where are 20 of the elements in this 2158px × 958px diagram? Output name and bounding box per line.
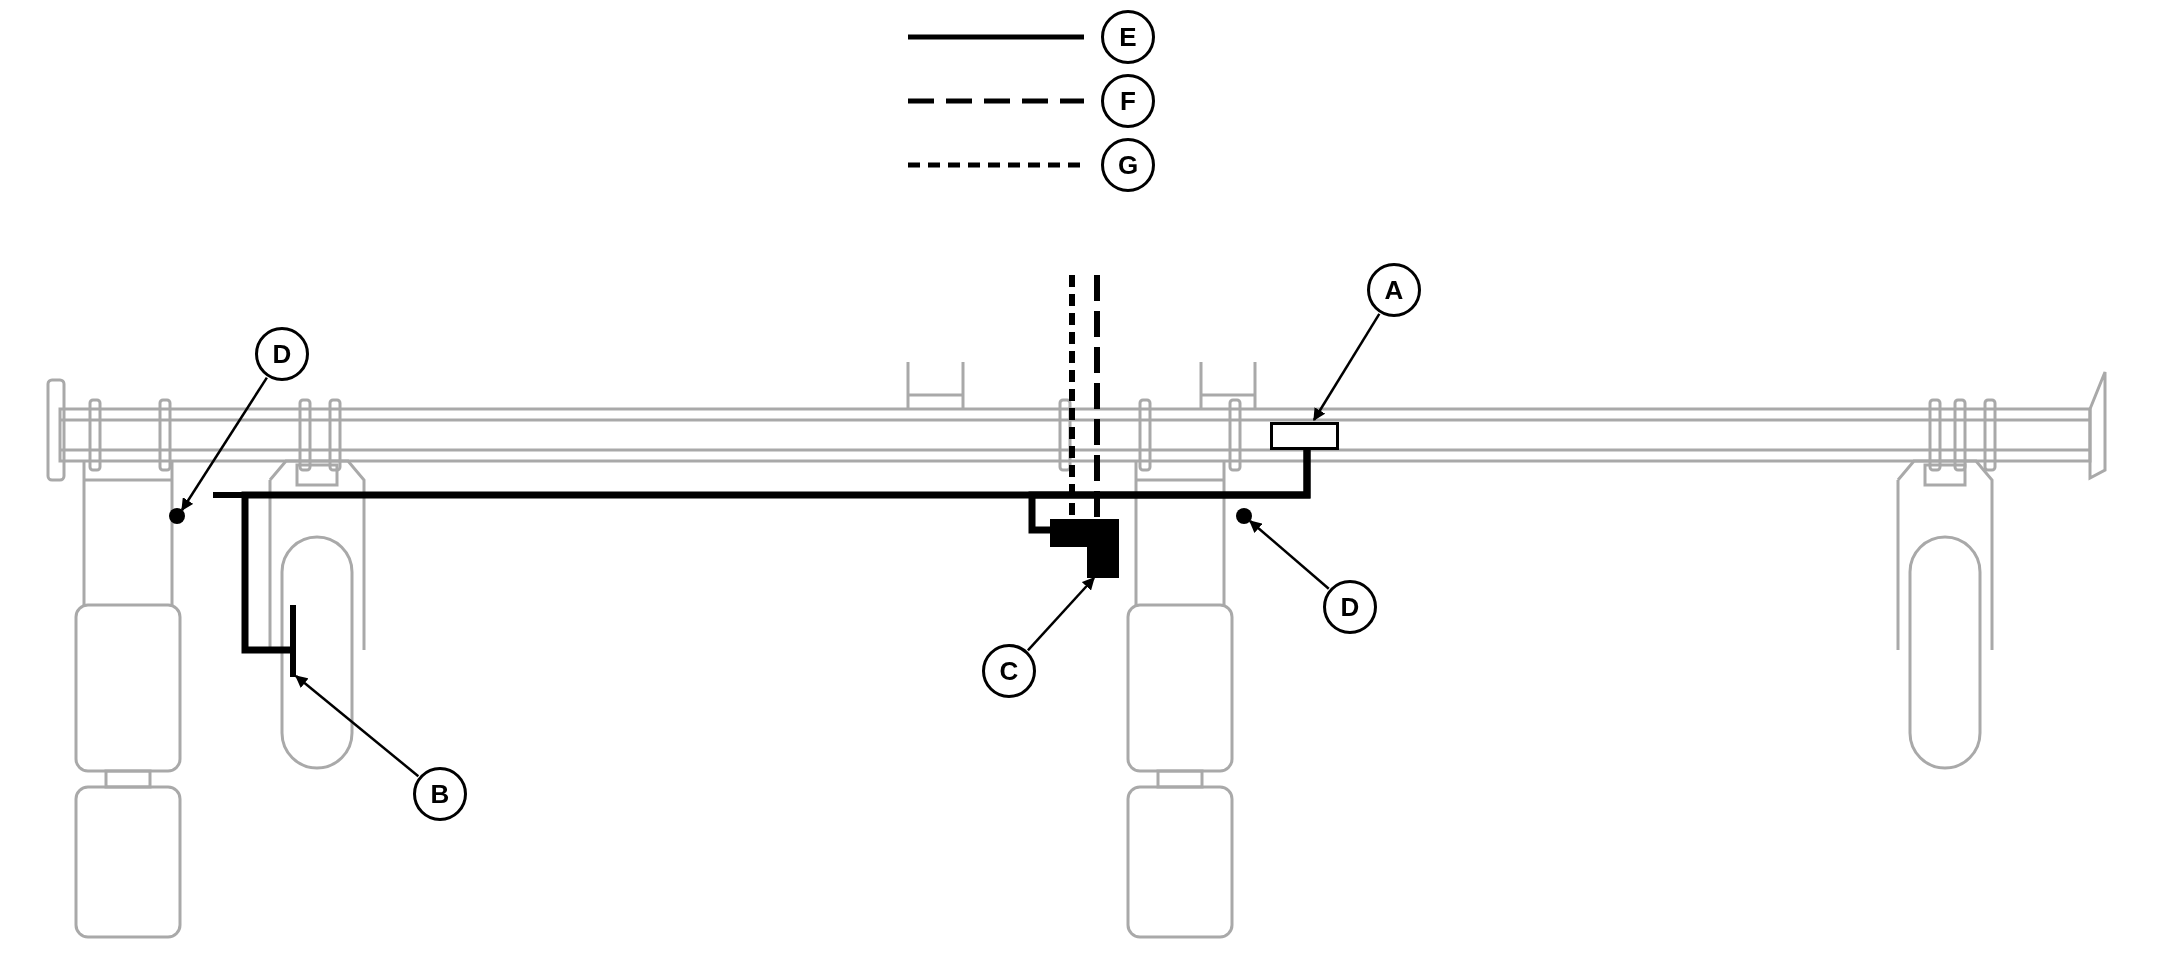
legend-callout: E xyxy=(1101,10,1155,64)
callout-letter: D xyxy=(255,327,309,381)
wire xyxy=(1094,275,1100,519)
wire xyxy=(1028,450,1311,534)
leader-line xyxy=(180,376,268,512)
callout-letter: C xyxy=(982,644,1036,698)
callout-letter: B xyxy=(413,767,467,821)
leader-line xyxy=(1312,313,1381,422)
leader-line xyxy=(1249,520,1330,590)
callout-letter: A xyxy=(1367,263,1421,317)
connection-point xyxy=(169,508,185,524)
callout-letter: D xyxy=(1323,580,1377,634)
sensor xyxy=(290,605,296,677)
legend-callout: F xyxy=(1101,74,1155,128)
legend-callout: G xyxy=(1101,138,1155,192)
connector-block xyxy=(1050,519,1119,578)
leader-line xyxy=(295,675,420,778)
control-module xyxy=(1270,422,1339,450)
connection-point xyxy=(1236,508,1252,524)
leader-line xyxy=(1026,577,1095,652)
